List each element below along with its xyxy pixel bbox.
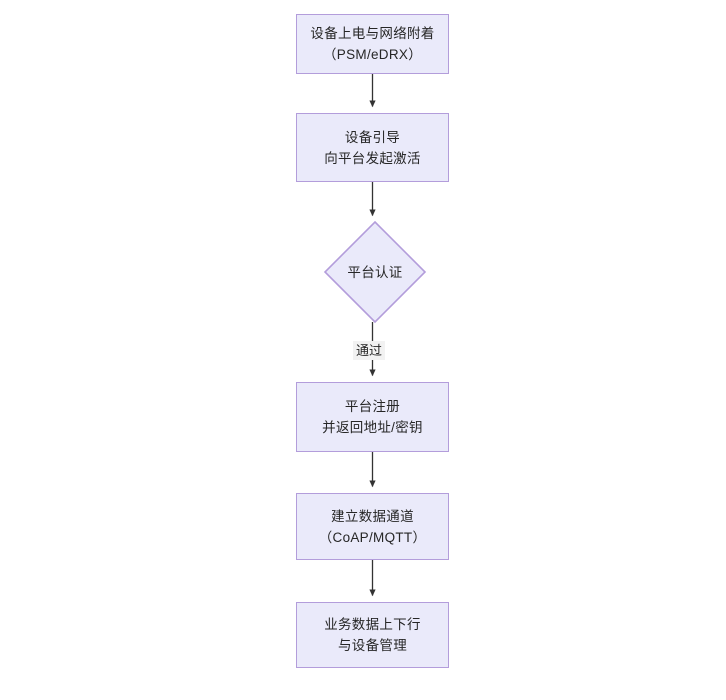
node-label-line: 设备上电与网络附着: [310, 26, 435, 41]
edge-label-pass: 通过: [353, 341, 386, 360]
node-device-power-on[interactable]: 设备上电与网络附着 （PSM/eDRX）: [296, 14, 449, 74]
node-label-line: 与设备管理: [338, 638, 407, 653]
node-label-line: （CoAP/MQTT）: [318, 529, 427, 545]
node-label-line: 向平台发起激活: [324, 150, 421, 166]
node-platform-registration[interactable]: 平台注册 并返回地址/密钥: [296, 382, 449, 452]
node-device-bootstrap[interactable]: 设备引导 向平台发起激活: [296, 113, 449, 182]
node-label-line: 平台认证: [347, 264, 403, 280]
node-label-line: 建立数据通道: [331, 508, 414, 524]
node-platform-authentication[interactable]: 平台认证: [323, 220, 427, 324]
node-label-line: 并返回地址/密钥: [322, 420, 423, 435]
node-label-line: 业务数据上下行: [324, 617, 421, 632]
node-business-data-and-device-management[interactable]: 业务数据上下行 与设备管理: [296, 602, 449, 668]
node-label-line: （PSM/eDRX）: [322, 47, 423, 62]
node-establish-data-channel[interactable]: 建立数据通道 （CoAP/MQTT）: [296, 493, 449, 560]
node-label-line: 设备引导: [344, 129, 401, 145]
node-label-line: 平台注册: [344, 399, 401, 414]
diamond-shape: [323, 220, 427, 324]
